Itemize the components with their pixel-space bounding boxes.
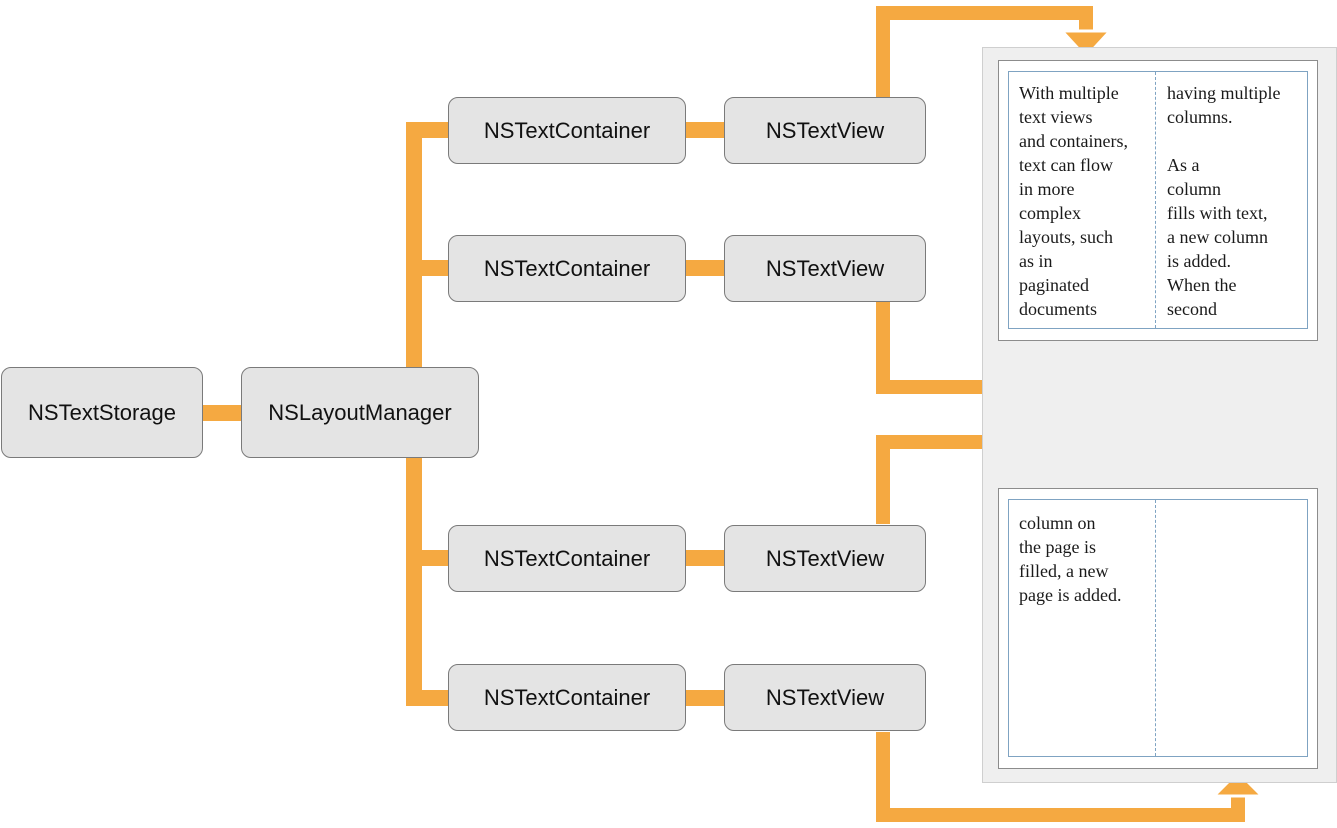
node-text-view-2: NSTextView: [724, 235, 926, 302]
page-1: With multiple text views and containers,…: [998, 60, 1318, 341]
node-text-container-3: NSTextContainer: [448, 525, 686, 592]
node-text-view-3: NSTextView: [724, 525, 926, 592]
flow-arrow-1: [876, 6, 1093, 98]
node-text-container-2: NSTextContainer: [448, 235, 686, 302]
page-2-column-divider: [1155, 500, 1156, 756]
node-text-view-4: NSTextView: [724, 664, 926, 731]
page-1-text-frame: [1008, 71, 1308, 329]
structure-connectors: [203, 122, 724, 706]
page-2: column on the page is filled, a new page…: [998, 488, 1318, 769]
page-2-column-1-text: column on the page is filled, a new page…: [1019, 513, 1122, 605]
node-text-container-1: NSTextContainer: [448, 97, 686, 164]
flow-arrow-4: [876, 732, 1245, 822]
page-1-column-divider: [1155, 72, 1156, 328]
page-1-column-1-text: With multiple text views and containers,…: [1019, 83, 1128, 319]
page-1-column-2-text: having multiple columns. As a column fil…: [1167, 83, 1281, 319]
flow-arrow-4-head: [1210, 769, 1266, 798]
flow-arrow-1-head: [1058, 29, 1114, 60]
node-text-storage: NSTextStorage: [1, 367, 203, 458]
node-text-container-4: NSTextContainer: [448, 664, 686, 731]
node-text-view-1: NSTextView: [724, 97, 926, 164]
node-layout-manager: NSLayoutManager: [241, 367, 479, 458]
page-2-text-frame: [1008, 499, 1308, 757]
